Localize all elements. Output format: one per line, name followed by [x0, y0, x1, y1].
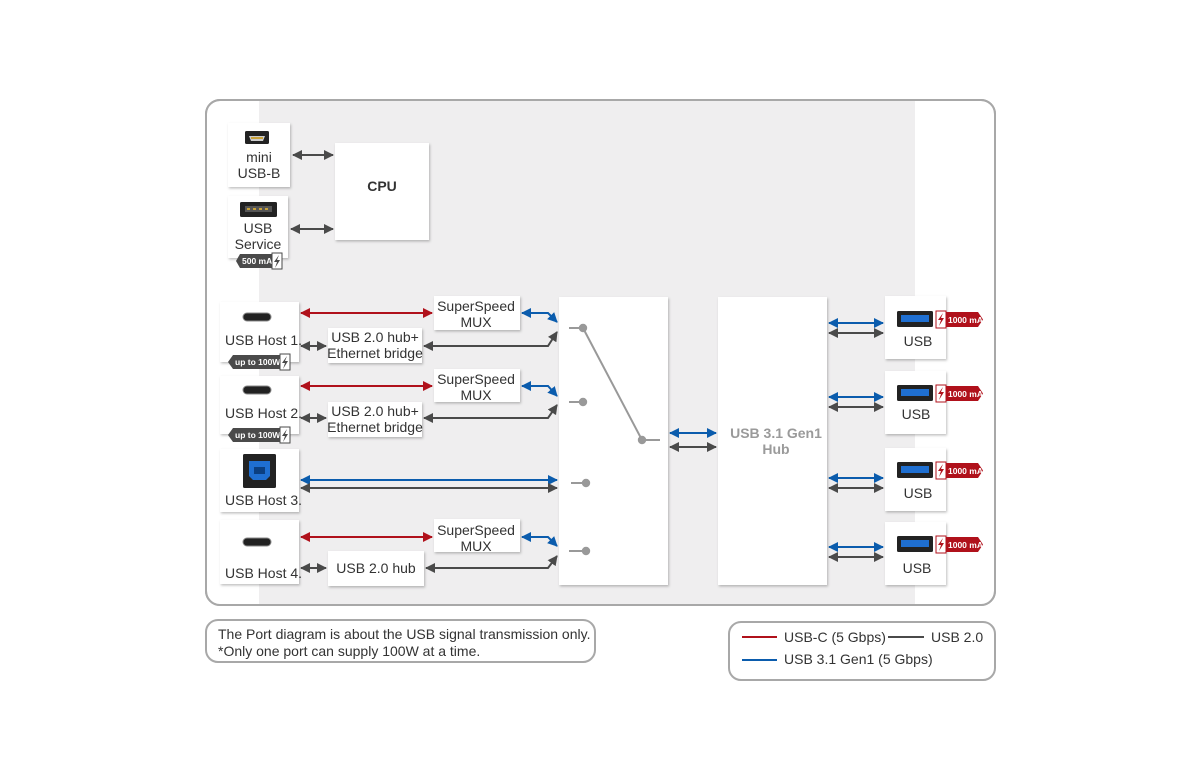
usb-host-4-label: USB Host 4.	[225, 565, 302, 581]
usb-host-2-port: USB Host 2. up to 100W*	[220, 376, 302, 444]
usb-host-1-port: USB Host 1. up to 100W*	[220, 302, 302, 371]
note-box: The Port diagram is about the USB signal…	[205, 619, 596, 663]
usb-service-port: USB Service 500 mA	[228, 196, 288, 270]
mini-usb-b-label-2: USB-B	[238, 165, 281, 181]
right-usb-3-power-badge: 1000 mA	[935, 461, 983, 480]
usb31-hub-label-2: Hub	[762, 441, 789, 457]
lightning-icon	[274, 255, 280, 268]
note-line-2: *Only one port can supply 100W at a time…	[218, 643, 480, 659]
right-usb-port-1: USB 1000 mA	[885, 296, 983, 359]
mux-4-label-2: MUX	[460, 538, 492, 554]
right-usb-4-badge-text: 1000 mA	[948, 540, 983, 550]
mini-usb-b-port-icon	[245, 131, 269, 144]
port-switch-block	[559, 297, 668, 585]
lightning-icon	[282, 356, 288, 369]
usb-3-a-port-icon	[897, 536, 933, 552]
legend-usb-20-label: USB 2.0	[931, 629, 983, 645]
superspeed-mux-1: SuperSpeed MUX	[434, 296, 520, 330]
usb-host-3-port: USB Host 3.	[220, 449, 302, 512]
switch-contacts	[569, 323, 660, 556]
usb-service-badge-text: 500 mA	[242, 256, 272, 266]
usb-c-port-icon	[242, 312, 272, 322]
lightning-icon	[938, 538, 944, 551]
usb-host-2-power-badge: up to 100W*	[228, 426, 291, 444]
right-usb-2-power-badge: 1000 mA	[935, 384, 983, 403]
usb-3-a-port-icon	[897, 385, 933, 401]
usb-host-1-label: USB Host 1.	[225, 332, 302, 348]
connection-lines	[290, 150, 884, 573]
usb-3-a-port-icon	[897, 462, 933, 478]
superspeed-mux-4: SuperSpeed MUX	[434, 519, 520, 554]
mux-1-label-2: MUX	[460, 314, 492, 330]
usb-service-label-2: Service	[235, 236, 282, 252]
right-usb-2-badge-text: 1000 mA	[948, 389, 983, 399]
usb31-hub-label-1: USB 3.1 Gen1	[730, 425, 822, 441]
legend: USB-C (5 Gbps) USB 2.0 USB 3.1 Gen1 (5 G…	[728, 621, 996, 681]
usb-hub-ethernet-bridge-1: USB 2.0 hub+ Ethernet bridge	[327, 328, 423, 363]
right-usb-port-4: USB 1000 mA	[885, 522, 983, 585]
mux-4-label-1: SuperSpeed	[437, 522, 515, 538]
usb-service-label-1: USB	[244, 220, 273, 236]
hub-eth-1-label-2: Ethernet bridge	[327, 345, 423, 361]
right-usb-4-power-badge: 1000 mA	[935, 535, 983, 554]
right-usb-1-badge-text: 1000 mA	[948, 315, 983, 325]
hub-eth-1-label-1: USB 2.0 hub+	[331, 329, 419, 345]
usb-3-a-port-icon	[897, 311, 933, 327]
usb-a-port-icon	[240, 202, 277, 217]
usb-hub-ethernet-bridge-2: USB 2.0 hub+ Ethernet bridge	[327, 402, 423, 437]
right-usb-3-badge-text: 1000 mA	[948, 466, 983, 476]
right-usb-3-label: USB	[904, 485, 933, 501]
lightning-icon	[938, 313, 944, 326]
right-usb-port-3: USB 1000 mA	[885, 448, 983, 511]
mux-2-label-2: MUX	[460, 387, 492, 403]
hub-eth-2-label-2: Ethernet bridge	[327, 419, 423, 435]
legend-usb-c-label: USB-C (5 Gbps)	[784, 629, 886, 645]
right-usb-port-2: USB 1000 mA	[885, 371, 983, 434]
right-usb-1-power-badge: 1000 mA	[935, 310, 983, 329]
usb-host-2-badge-text: up to 100W*	[235, 430, 284, 440]
legend-usb-31-label: USB 3.1 Gen1 (5 Gbps)	[784, 651, 933, 667]
usb-c-port-icon	[242, 385, 272, 395]
hub-eth-2-label-1: USB 2.0 hub+	[331, 403, 419, 419]
usb-c-port-icon	[242, 537, 272, 547]
usb-2-hub-4: USB 2.0 hub	[328, 551, 424, 586]
cpu-label: CPU	[367, 178, 397, 194]
usb-host-3-label: USB Host 3.	[225, 492, 302, 508]
lightning-icon	[938, 464, 944, 477]
lightning-icon	[938, 387, 944, 400]
note-line-1: The Port diagram is about the USB signal…	[218, 626, 590, 642]
right-usb-1-label: USB	[904, 333, 933, 349]
right-usb-2-label: USB	[902, 406, 931, 422]
hub-4-label: USB 2.0 hub	[336, 560, 416, 576]
superspeed-mux-2: SuperSpeed MUX	[434, 369, 520, 403]
usb-service-power-badge: 500 mA	[236, 252, 283, 270]
usb-host-1-power-badge: up to 100W*	[228, 353, 291, 371]
usb-b-port-icon	[243, 454, 276, 488]
usb-host-4-port: USB Host 4.	[220, 520, 302, 584]
usb-host-2-label: USB Host 2.	[225, 405, 302, 421]
mini-usb-b-label-1: mini	[246, 149, 272, 165]
mux-2-label-1: SuperSpeed	[437, 371, 515, 387]
mini-usb-b-port: mini USB-B	[228, 123, 290, 187]
right-usb-4-label: USB	[903, 560, 932, 576]
mux-1-label-1: SuperSpeed	[437, 298, 515, 314]
cpu-block: CPU	[335, 143, 429, 240]
lightning-icon	[282, 429, 288, 442]
usb-host-1-badge-text: up to 100W*	[235, 357, 284, 367]
usb-31-gen1-hub: USB 3.1 Gen1 Hub	[718, 297, 827, 585]
